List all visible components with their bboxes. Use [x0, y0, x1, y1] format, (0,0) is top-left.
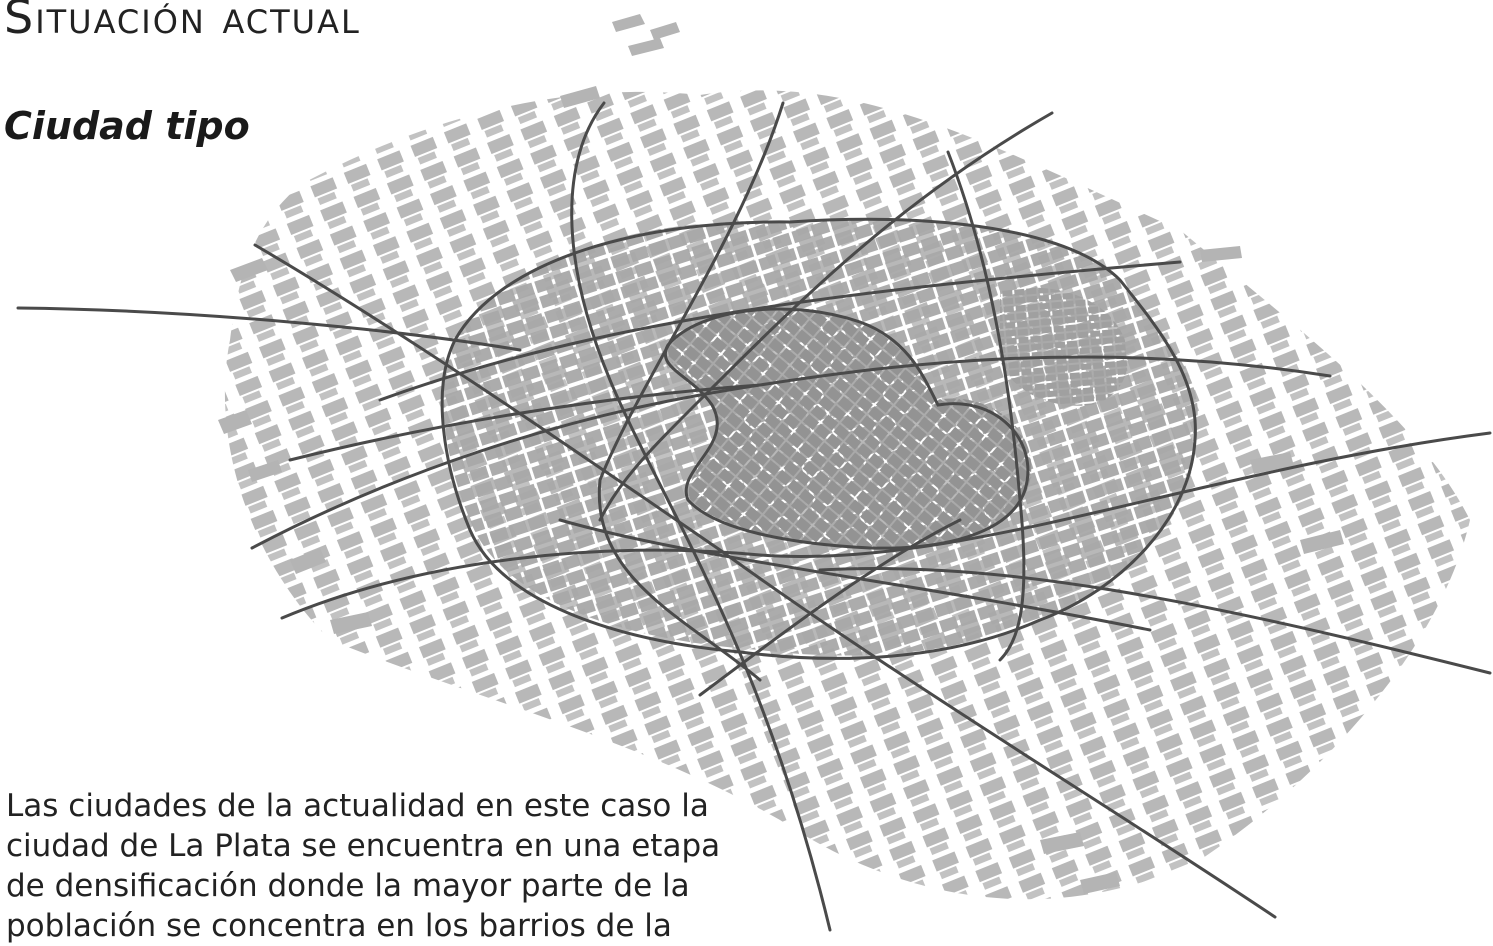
road-nw-diagonal	[253, 243, 1277, 919]
road-south-east	[558, 518, 1152, 632]
road-sw-lower	[280, 431, 1492, 620]
road-network	[16, 101, 1492, 932]
road-se	[698, 518, 962, 697]
inner-ring-road	[663, 307, 1030, 550]
dense-core	[668, 287, 1129, 549]
road-west-horizontal	[16, 306, 522, 352]
road-east	[818, 566, 1492, 675]
road-ne-horizontal	[378, 260, 1182, 402]
road-north-right	[597, 101, 785, 682]
page-subtitle: Ciudad tipo	[4, 104, 250, 148]
road-north-left	[570, 101, 832, 932]
road-north-vertical	[946, 150, 1026, 662]
road-nne	[598, 111, 1054, 522]
page-title: Situación actual	[4, 0, 361, 44]
description-text: Las ciudades de la actualidad en este ca…	[6, 788, 721, 944]
road-west-mid	[288, 383, 762, 462]
outer-ring-road	[440, 217, 1197, 660]
road-sw-diagonal	[250, 355, 1332, 550]
